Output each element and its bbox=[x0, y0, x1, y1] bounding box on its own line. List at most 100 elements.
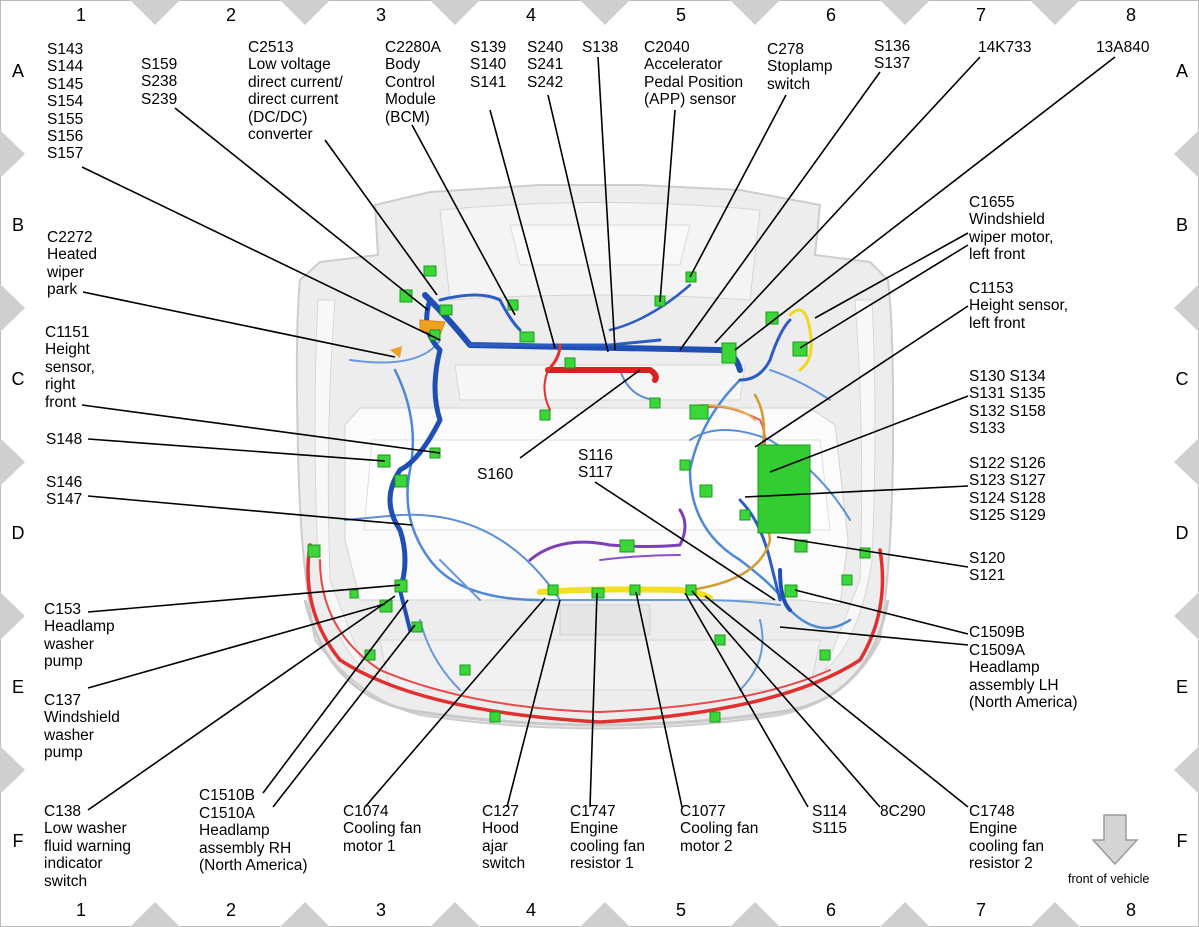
callout-line: S159 bbox=[141, 56, 178, 73]
callout-line: S147 bbox=[46, 491, 83, 509]
callout-line: Engine bbox=[969, 820, 1018, 838]
callout-line: C2513 bbox=[248, 39, 294, 56]
callout-line: Engine bbox=[570, 820, 619, 838]
callout-line: S160 bbox=[477, 466, 514, 483]
callout-line: fluid warning bbox=[44, 837, 132, 855]
callout-line: switch bbox=[767, 75, 811, 93]
callout-line: switch bbox=[44, 872, 88, 890]
callout-line: Headlamp bbox=[969, 659, 1040, 677]
grid-row-right-e: E bbox=[1175, 677, 1188, 697]
callout-line: washer bbox=[44, 726, 94, 744]
callout-line: Pedal Position bbox=[644, 73, 744, 91]
grid-col-bottom-2: 2 bbox=[225, 900, 236, 920]
callout-line: S240 bbox=[527, 39, 564, 56]
callout-line: 13A840 bbox=[1096, 39, 1150, 56]
callout-line: park bbox=[47, 281, 78, 299]
callout-line: direct current/ bbox=[248, 73, 343, 91]
leader-lines bbox=[81, 56, 1116, 811]
grid-row-right-d: D bbox=[1175, 523, 1189, 543]
callout-line: S115 bbox=[812, 820, 848, 838]
grid-col-bottom-7: 7 bbox=[975, 900, 986, 920]
callout-line: S156 bbox=[47, 128, 84, 146]
callout-8c290: 8C290 bbox=[880, 803, 926, 820]
callout-line: C1509B bbox=[969, 624, 1026, 641]
grid-col-top-6: 6 bbox=[825, 5, 836, 25]
callout-line: sensor, bbox=[45, 358, 95, 376]
callout-line: S125 S129 bbox=[969, 507, 1046, 525]
callout-line: S116 bbox=[578, 447, 614, 464]
callout-line: C1510A bbox=[199, 805, 256, 822]
callout-line: pump bbox=[44, 744, 83, 762]
callout-line: S145 bbox=[47, 75, 84, 93]
callout-line: S137 bbox=[874, 55, 911, 73]
callout-line: Hood bbox=[482, 820, 520, 838]
callout-line: S148 bbox=[46, 431, 83, 448]
callout-line: C1655 bbox=[969, 194, 1015, 211]
callout-line: S140 bbox=[470, 56, 507, 74]
callout-line: Control bbox=[385, 73, 435, 91]
callout-line: Height bbox=[45, 341, 90, 359]
callout-line: assembly LH bbox=[969, 676, 1059, 694]
callout-line: S146 bbox=[46, 474, 83, 491]
callout-s138: S138 bbox=[582, 39, 618, 56]
callout-line: S139 bbox=[470, 39, 507, 56]
callout-line: Windshield bbox=[44, 709, 120, 727]
callout-line: Module bbox=[385, 91, 436, 109]
callout-line: direct current bbox=[248, 91, 339, 109]
callout-line: motor 1 bbox=[343, 837, 396, 855]
callout-line: left front bbox=[969, 246, 1025, 264]
grid-row-left-f: F bbox=[12, 831, 24, 851]
callout-line: resistor 2 bbox=[969, 855, 1033, 873]
callout-line: Heated bbox=[47, 246, 97, 264]
callout-line: pump bbox=[44, 653, 83, 671]
grid-col-top-7: 7 bbox=[975, 5, 986, 25]
callout-line: cooling fan bbox=[570, 837, 645, 855]
callout-line: S130 S134 bbox=[969, 368, 1046, 385]
callout-line: S238 bbox=[141, 73, 178, 91]
callout-line: C1747 bbox=[570, 803, 616, 820]
callout-line: Low voltage bbox=[248, 56, 331, 74]
callout-line: indicator bbox=[44, 855, 103, 873]
callout-line: S143 bbox=[47, 41, 84, 58]
callout-s160: S160 bbox=[477, 466, 513, 483]
grid-col-bottom-5: 5 bbox=[675, 900, 686, 920]
callout-line: (North America) bbox=[199, 857, 308, 875]
callout-line: C1510B bbox=[199, 787, 256, 804]
callout-line: C2272 bbox=[47, 229, 93, 246]
callout-line: converter bbox=[248, 126, 313, 144]
callout-line: S239 bbox=[141, 90, 178, 108]
callout-line: C1153 bbox=[969, 280, 1014, 297]
callout-line: C153 bbox=[44, 601, 82, 618]
grid-col-top-2: 2 bbox=[225, 5, 236, 25]
callout-line: S131 S135 bbox=[969, 385, 1046, 403]
callout-line: S138 bbox=[582, 39, 619, 56]
callout-line: C2040 bbox=[644, 39, 690, 56]
callout-line: S122 S126 bbox=[969, 455, 1046, 472]
grid-col-bottom-6: 6 bbox=[825, 900, 836, 920]
callout-line: ajar bbox=[482, 837, 508, 855]
grid-row-left-e: E bbox=[11, 677, 24, 697]
callout-line: wiper bbox=[47, 263, 85, 281]
callout-line: Cooling fan bbox=[343, 820, 422, 838]
callout-line: S120 bbox=[969, 550, 1006, 567]
callout-line: left front bbox=[969, 314, 1025, 332]
callout-line: S242 bbox=[527, 73, 564, 91]
callout-14k733: 14K733 bbox=[978, 39, 1031, 56]
callout-line: S154 bbox=[47, 93, 84, 111]
callout-line: S123 S127 bbox=[969, 472, 1046, 490]
